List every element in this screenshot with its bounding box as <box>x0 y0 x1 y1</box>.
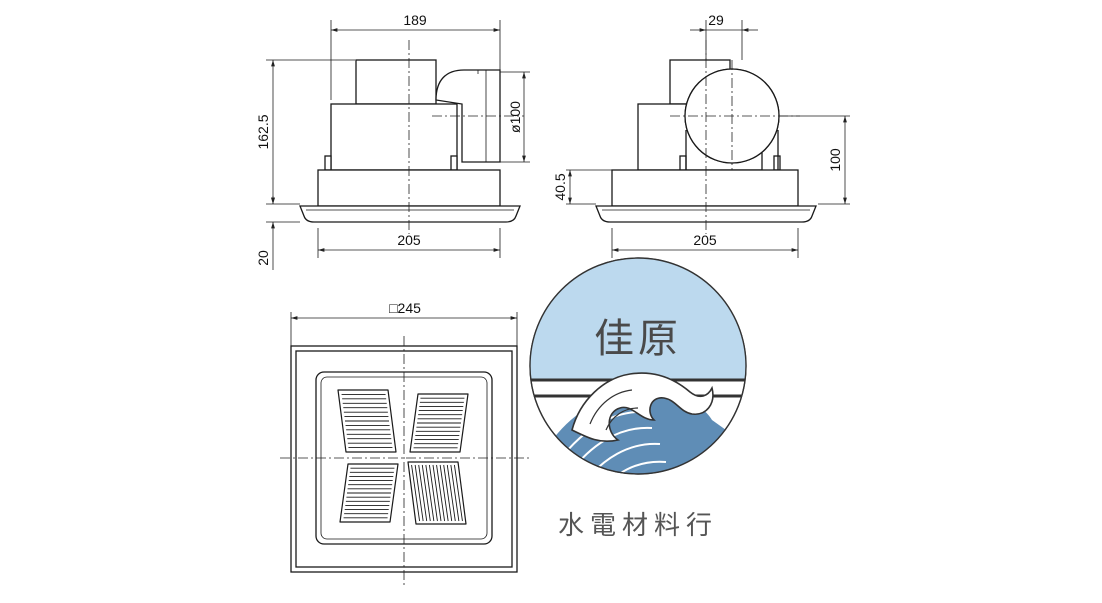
vent-slat <box>421 464 431 522</box>
front-motor-top <box>355 59 437 105</box>
logo-subtitle: 水電材料行 <box>558 511 718 541</box>
front-dim-flange: 20 <box>255 250 271 266</box>
front-dim-width-bottom: 205 <box>397 232 421 248</box>
side-dim-width-bottom: 205 <box>693 232 717 248</box>
front-view: 189 162.5 20 ø100 205 <box>255 12 530 270</box>
front-dim-height: 162.5 <box>255 114 271 149</box>
vent-slat <box>411 464 421 522</box>
vent-slat <box>436 464 446 522</box>
vent-slat <box>428 464 438 522</box>
side-housing <box>611 169 799 207</box>
bottom-view: □245 <box>280 300 530 588</box>
front-dim-width-top: 189 <box>403 12 427 28</box>
vent-slat <box>432 464 442 522</box>
front-dim-duct-diameter: ø100 <box>507 101 523 133</box>
logo-name: 佳原 <box>594 316 682 362</box>
vent-slat <box>425 464 435 522</box>
vent-bottom-left <box>339 463 399 523</box>
side-dim-duct-height: 100 <box>827 148 843 172</box>
bottom-dim-square: □245 <box>389 300 421 316</box>
vent-slat <box>450 464 460 522</box>
front-motor-body <box>330 103 458 171</box>
side-view: 29 40.5 100 205 <box>552 12 850 258</box>
shop-logo: 佳原 水電材料行 <box>529 257 747 541</box>
vent-slat <box>446 464 456 522</box>
vent-slat <box>414 464 424 522</box>
vent-bottom-right <box>407 461 467 525</box>
front-grille-flange <box>299 205 521 223</box>
wave-crest-icon <box>571 372 714 443</box>
grille-vents <box>337 389 469 525</box>
side-dim-housing-height: 40.5 <box>552 173 568 200</box>
vent-slat <box>443 464 453 522</box>
side-dim-offset: 29 <box>708 12 724 28</box>
vent-slat <box>439 464 449 522</box>
vent-slat <box>418 464 428 522</box>
vent-slat <box>453 464 463 522</box>
vent-top-left <box>337 389 397 453</box>
vent-top-right <box>409 393 469 453</box>
